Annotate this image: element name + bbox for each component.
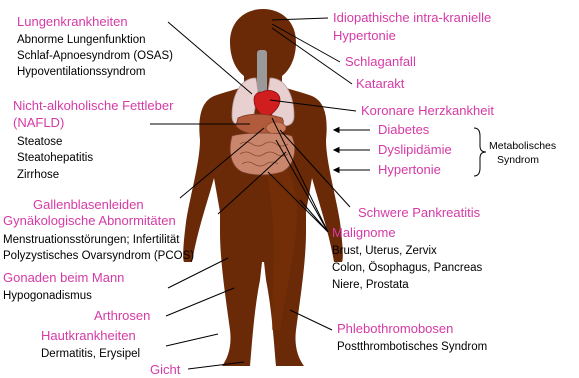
arrowhead-diabetes — [334, 128, 339, 133]
hypertension-label: Hypertonie — [378, 162, 441, 177]
metabolic-syndrome-line1: Metabolisches — [489, 140, 556, 152]
coronary-label: Koronare Herzkankheit — [361, 103, 494, 118]
lung-item: Hypoventilationssyndrom — [17, 66, 145, 78]
male-gonads-title: Gonaden beim Mann — [3, 270, 124, 285]
skin-item: Dermatitis, Erysipel — [41, 348, 140, 360]
diabetes-label: Diabetes — [378, 122, 430, 137]
male-gonads-item: Hypogonadismus — [3, 290, 92, 302]
pancreatitis-label: Schwere Pankreatitis — [358, 205, 481, 220]
nafld-item: Steatose — [17, 136, 62, 148]
stroke-label: Schlaganfall — [345, 54, 416, 69]
trachea — [257, 50, 267, 92]
gout-label: Gicht — [150, 362, 181, 377]
idiopathic-hypertension-line2: Hypertonie — [333, 28, 396, 43]
line-arthrosen — [166, 288, 234, 316]
lung-item: Schlaf-Apnoesyndrom (OSAS) — [17, 50, 173, 62]
intestines — [230, 133, 295, 175]
nafld-item: Zirrhose — [17, 169, 59, 181]
stomach — [266, 122, 286, 134]
nafld-title-line2: (NAFLD) — [13, 115, 64, 130]
malignancies-title: Malignome — [332, 225, 396, 240]
lung-item: Abnorme Lungenfunktion — [17, 34, 146, 46]
nafld-title-line1: Nicht-alkoholische Fettleber — [13, 98, 174, 113]
nafld-item: Steatohepatitis — [17, 152, 93, 164]
gynaecology-title: Gynäkologische Abnormitäten — [3, 213, 176, 228]
gallbladder-label: Gallenblasenleiden — [33, 197, 144, 212]
metabolic-syndrome-line2: Syndrom — [497, 154, 539, 166]
gynaecology-item: Polyzystisches Ovarsyndrom (PCOS) — [3, 250, 194, 262]
malignancies-item: Niere, Prostata — [332, 279, 409, 291]
cataract-label: Katarakt — [356, 76, 405, 91]
line-skin — [166, 334, 218, 346]
phlebothrombosis-item: Postthrombotisches Syndrom — [337, 341, 487, 353]
dyslipidaemia-label: Dyslipidämie — [378, 142, 452, 157]
lung-title: Lungenkrankheiten — [17, 14, 128, 29]
skin-title: Hautkrankheiten — [41, 328, 136, 343]
arthrosis-label: Arthrosen — [94, 308, 150, 323]
malignancies-item: Colon, Ösophagus, Pancreas — [332, 262, 482, 274]
arrowhead-hypertension — [334, 168, 339, 173]
idiopathic-hypertension-line1: Idiopathische intra-kranielle — [333, 10, 491, 25]
metabolic-brace — [474, 128, 486, 176]
gynaecology-item: Menstruationsstörungen; Infertilität — [3, 234, 180, 246]
right-labels: Idiopathische intra-kranielle Hypertonie… — [332, 10, 556, 353]
arrowhead-dyslipidaemia — [334, 148, 339, 153]
left-labels: Lungenkrankheiten Abnorme Lungenfunktion… — [3, 14, 194, 377]
malignancies-item: Brust, Uterus, Zervix — [332, 245, 437, 257]
phlebothrombosis-title: Phlebothromobosen — [337, 321, 453, 336]
line-gonads — [168, 258, 228, 288]
